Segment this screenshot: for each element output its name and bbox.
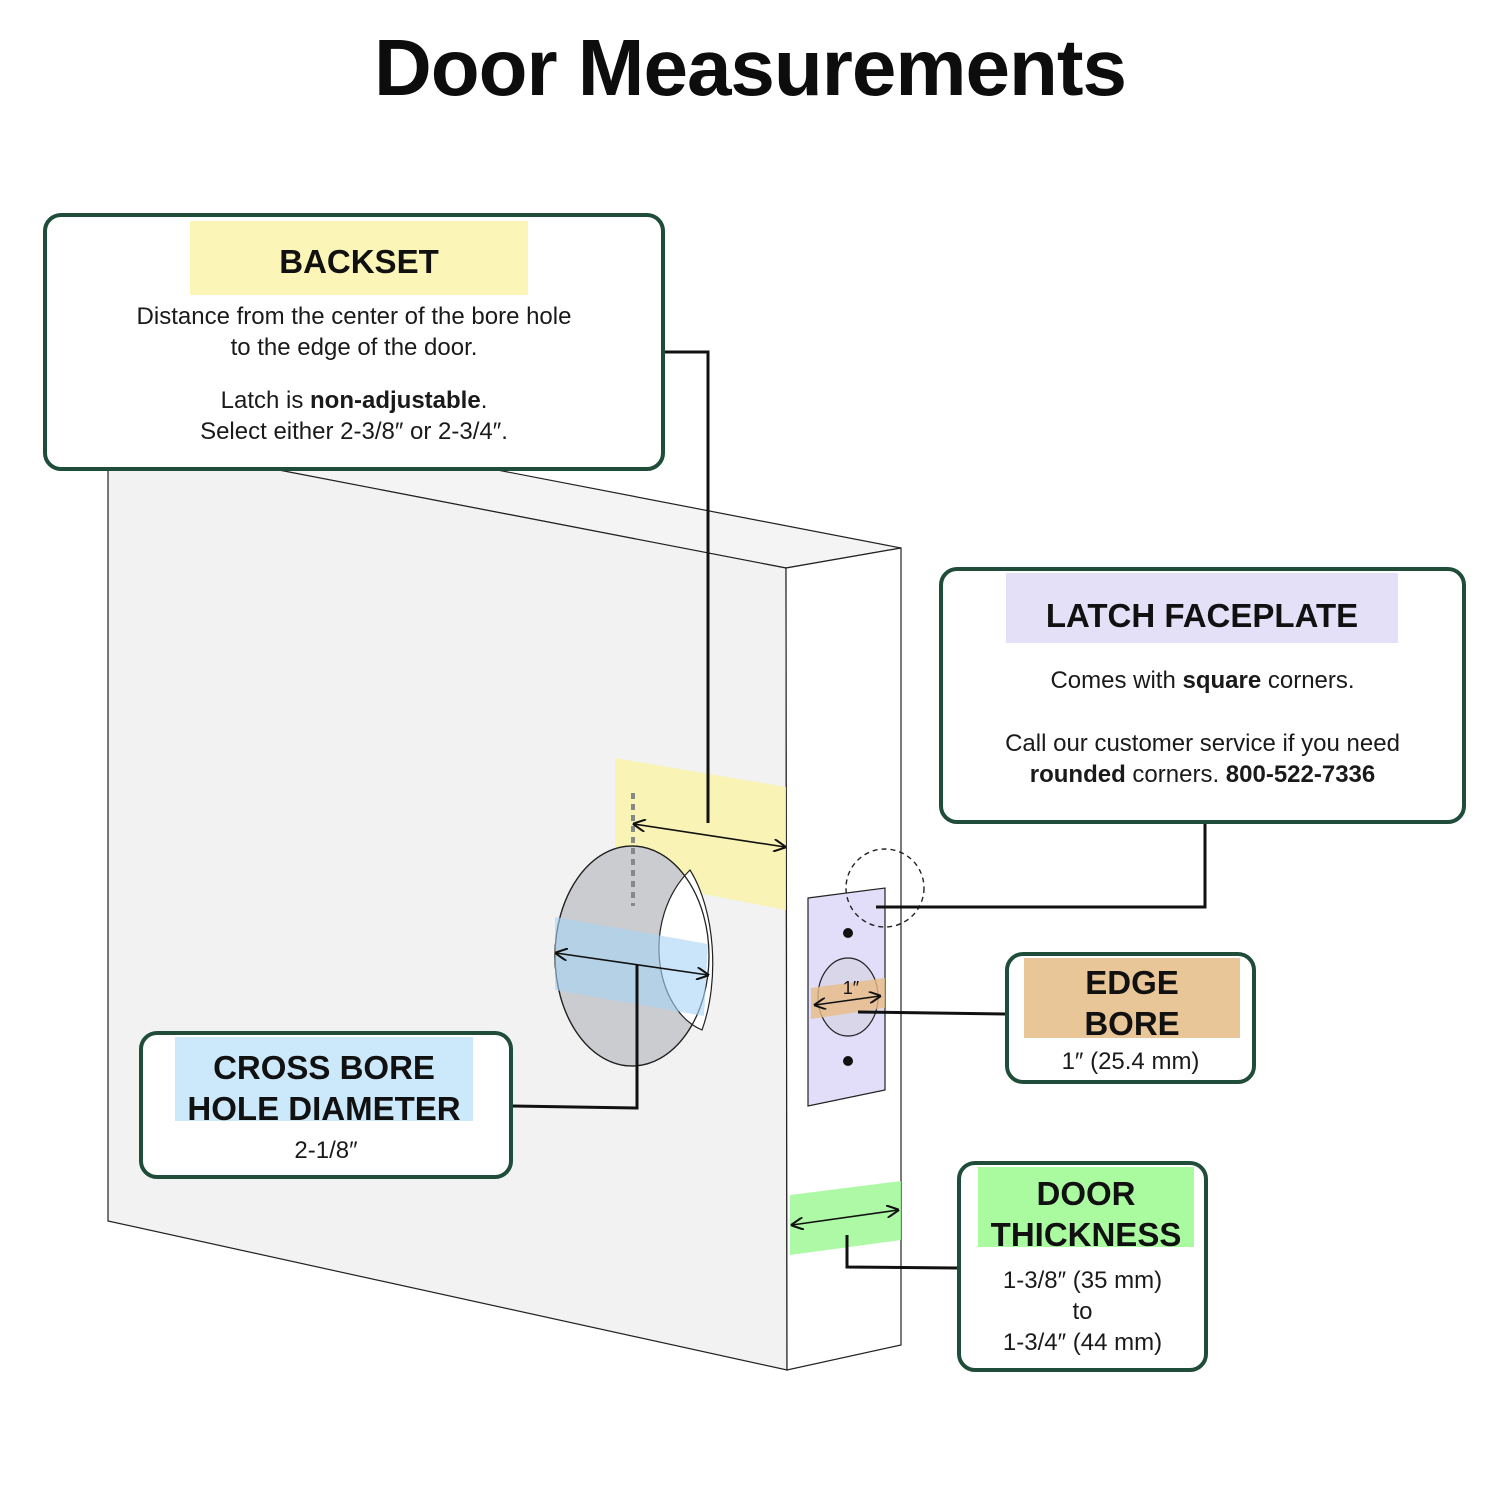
- door-thickness-title-line-1: DOOR: [1036, 1175, 1136, 1212]
- backset-line-1: Distance from the center of the bore hol…: [136, 303, 572, 330]
- cross-bore-callout: CROSS BORE HOLE DIAMETER 2-1/8″: [139, 1031, 513, 1179]
- edge-bore-arrow: [815, 996, 880, 1005]
- backset-callout: BACKSET Distance from the center of the …: [43, 213, 665, 471]
- latch-line-3-mid: corners.: [1125, 761, 1226, 788]
- cross-bore-title-line-1: CROSS BORE: [213, 1049, 435, 1086]
- backset-leader: [665, 350, 710, 823]
- backset-arrow: [634, 824, 785, 847]
- faceplate-screw-bottom: [843, 1056, 853, 1066]
- edge-bore-diagram-label: 1″: [843, 978, 860, 998]
- latch-faceplate-title: LATCH FACEPLATE: [1006, 573, 1398, 643]
- edge-bore-value: 1″ (25.4 mm): [1061, 1048, 1200, 1075]
- customer-service-phone: 800-522-7336: [1225, 761, 1376, 788]
- door-thickness-values: 1-3/8″ (35 mm) to 1-3/4″ (44 mm): [961, 1265, 1204, 1358]
- page-title: Door Measurements: [373, 23, 1127, 112]
- edge-bore-title-line-1: EDGE: [1085, 964, 1179, 1001]
- edge-bore-callout: EDGE BORE 1″ (25.4 mm): [1005, 952, 1256, 1084]
- cross-bore-value: 2-1/8″: [294, 1137, 358, 1164]
- latch-line-1-post: corners.: [1261, 667, 1355, 694]
- backset-line-3-bold: non-adjustable: [310, 387, 481, 414]
- edge-bore-title: EDGE BORE: [1024, 958, 1240, 1042]
- backset-title: BACKSET: [190, 221, 528, 295]
- cross-bore-leader: [512, 965, 639, 1110]
- edge-bore-leader: [857, 1010, 1006, 1016]
- latch-faceplate-note: Call our customer service if you need ro…: [943, 728, 1462, 790]
- latch-line-3: rounded corners. 800-522-7336: [943, 759, 1462, 790]
- cross-bore-title: CROSS BORE HOLE DIAMETER: [175, 1037, 473, 1127]
- door-thickness-title-line-2: THICKNESS: [990, 1216, 1182, 1253]
- door-thickness-title: DOOR THICKNESS: [978, 1167, 1194, 1253]
- latch-line-3-bold: rounded: [1029, 761, 1126, 788]
- door-thickness-callout: DOOR THICKNESS 1-3/8″ (35 mm) to 1-3/4″ …: [957, 1161, 1208, 1372]
- latch-line-1-bold: square: [1182, 667, 1262, 694]
- backset-line-3-pre: Latch is: [220, 387, 311, 414]
- latch-leader: [876, 824, 1207, 909]
- door-thickness-max: 1-3/4″ (44 mm): [1002, 1329, 1163, 1356]
- thickness-leader: [845, 1235, 958, 1270]
- latch-line-1-pre: Comes with: [1050, 667, 1183, 694]
- latch-faceplate-line-1: Comes with square corners.: [943, 665, 1462, 696]
- backset-line-3-post: .: [480, 387, 488, 414]
- backset-line-3: Latch is non-adjustable.: [47, 385, 661, 416]
- door-thickness-to: to: [1072, 1298, 1093, 1325]
- backset-description: Distance from the center of the bore hol…: [47, 301, 661, 363]
- latch-line-2: Call our customer service if you need: [1005, 730, 1400, 757]
- faceplate-corner-detail: [845, 848, 925, 928]
- backset-note: Latch is non-adjustable. Select either 2…: [47, 385, 661, 447]
- cross-bore-arrow: [556, 953, 708, 975]
- faceplate-screw-top: [843, 928, 853, 938]
- backset-line-2: to the edge of the door.: [230, 334, 478, 361]
- backset-line-4: Select either 2-3/8″ or 2-3/4″.: [200, 418, 508, 445]
- latch-faceplate-callout: LATCH FACEPLATE Comes with square corner…: [939, 567, 1466, 824]
- thickness-arrow: [792, 1210, 898, 1225]
- door-thickness-min: 1-3/8″ (35 mm): [1002, 1267, 1163, 1294]
- edge-bore-title-line-2: BORE: [1084, 1005, 1180, 1042]
- cross-bore-title-line-2: HOLE DIAMETER: [187, 1090, 461, 1127]
